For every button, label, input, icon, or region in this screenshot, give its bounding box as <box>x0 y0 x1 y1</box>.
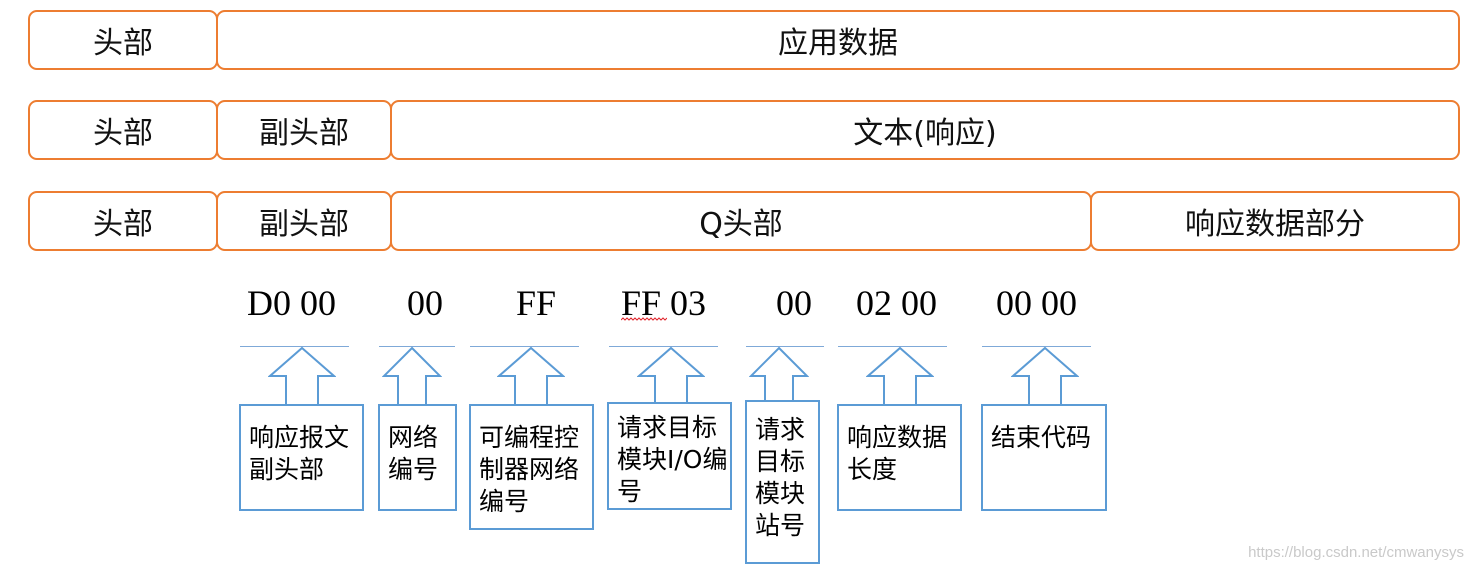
label-response-subheader: 响应报文 副头部 <box>239 404 364 511</box>
arrow-up-icon <box>637 346 705 406</box>
label-line: 模块I/O编 <box>617 445 728 474</box>
label-end-code: 结束代码 <box>981 404 1107 511</box>
row3-response-data-segment: 响应数据部分 <box>1090 191 1460 251</box>
underline-end-code <box>982 346 1091 347</box>
arrow-up-icon <box>749 346 809 402</box>
hex-value-plc-network-no: FF <box>516 283 557 323</box>
label-line: 可编程控 <box>479 423 580 452</box>
underline-plc-network-no <box>470 346 579 347</box>
label-station-no: 请求 目标 模块 站号 <box>745 400 820 564</box>
hex-value-subheader: D0 00 <box>247 283 336 323</box>
underline-subheader <box>240 346 349 347</box>
arrow-up-icon <box>1011 346 1079 406</box>
label-data-length: 响应数据 长度 <box>837 404 962 511</box>
label-line: 请求目标 <box>617 413 718 442</box>
label-network-no: 网络 编号 <box>378 404 457 511</box>
arrow-up-icon <box>268 346 336 406</box>
row3-subheader-segment: 副头部 <box>216 191 392 251</box>
underline-data-length <box>838 346 947 347</box>
row2-text-response-segment: 文本(响应) <box>390 100 1460 160</box>
row2-header-segment: 头部 <box>28 100 218 160</box>
label-line: 请求 <box>755 415 806 444</box>
label-line: 编号 <box>479 487 530 516</box>
label-line: 号 <box>617 477 643 506</box>
label-line: 模块 <box>755 479 806 508</box>
label-line: 长度 <box>847 455 898 484</box>
hex-value-station-no: 00 <box>776 283 812 323</box>
label-module-io-no: 请求目标 模块I/O编 号 <box>607 402 732 510</box>
hex-value-data-length: 02 00 <box>856 283 937 323</box>
label-line: 副头部 <box>249 455 325 484</box>
underline-station-no <box>746 346 824 347</box>
watermark: https://blog.csdn.net/cmwanysys <box>1248 544 1464 561</box>
label-line: 制器网络 <box>479 455 580 484</box>
underline-module-io-no <box>609 346 718 347</box>
row1-header-segment: 头部 <box>28 10 218 70</box>
label-plc-network-no: 可编程控 制器网络 编号 <box>469 404 594 530</box>
arrow-up-icon <box>497 346 565 406</box>
hex-value-end-code: 00 00 <box>996 283 1077 323</box>
row1-app-data-segment: 应用数据 <box>216 10 1460 70</box>
hex-value-network-no: 00 <box>407 283 443 323</box>
label-line: 编号 <box>388 455 439 484</box>
row2-subheader-segment: 副头部 <box>216 100 392 160</box>
arrow-up-icon <box>866 346 934 406</box>
arrow-up-icon <box>382 346 442 406</box>
underline-network-no <box>379 346 455 347</box>
spellcheck-squiggle <box>621 317 667 321</box>
hex-value-module-io-no: FF 03 <box>621 283 707 323</box>
row3-q-header-segment: Q头部 <box>390 191 1092 251</box>
label-line: 网络 <box>388 423 439 452</box>
label-line: 响应报文 <box>249 423 350 452</box>
label-line: 目标 <box>755 447 806 476</box>
label-line: 结束代码 <box>991 423 1092 452</box>
label-line: 站号 <box>755 511 806 540</box>
label-line: 响应数据 <box>847 423 948 452</box>
row3-header-segment: 头部 <box>28 191 218 251</box>
